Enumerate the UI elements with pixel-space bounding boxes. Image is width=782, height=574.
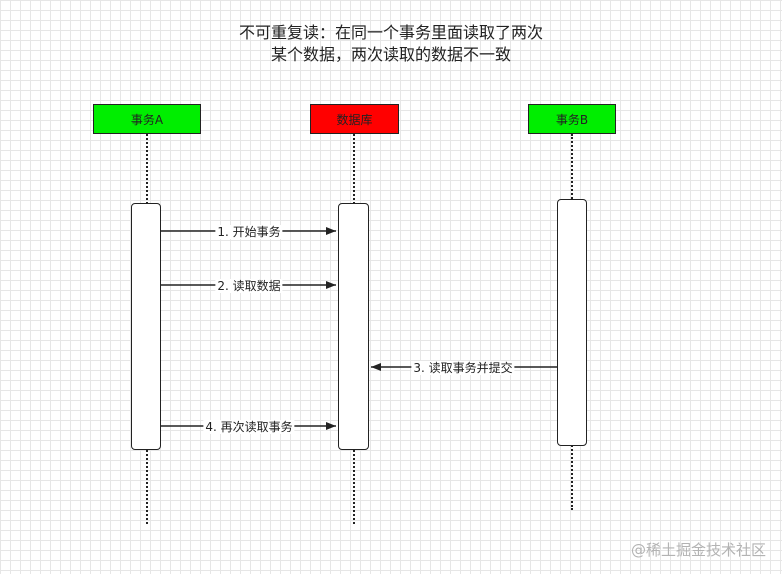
message-label-3: 3. 读取事务并提交 (411, 361, 515, 375)
activation-transaction-b[interactable] (557, 199, 587, 446)
actor-transaction-b[interactable]: 事务B (528, 104, 616, 134)
actor-transaction-a[interactable]: 事务A (93, 104, 201, 134)
message-label-1: 1. 开始事务 (215, 225, 283, 239)
diagram-title: 不可重复读：在同一个事务里面读取了两次 某个数据，两次读取的数据不一致 (0, 22, 782, 66)
watermark: @稀土掘金技术社区 (630, 541, 766, 559)
title-line-1: 不可重复读：在同一个事务里面读取了两次 (238, 23, 543, 42)
message-label-4: 4. 再次读取事务 (203, 420, 295, 434)
message-label-2: 2. 读取数据 (215, 279, 283, 293)
actor-transaction-b-label: 事务B (555, 112, 589, 127)
actor-database[interactable]: 数据库 (310, 104, 399, 134)
actor-transaction-a-label: 事务A (130, 112, 164, 127)
title-line-2: 某个数据，两次读取的数据不一致 (270, 45, 511, 64)
actor-database-label: 数据库 (336, 112, 373, 127)
activation-transaction-a[interactable] (131, 203, 161, 450)
activation-database[interactable] (338, 203, 369, 450)
